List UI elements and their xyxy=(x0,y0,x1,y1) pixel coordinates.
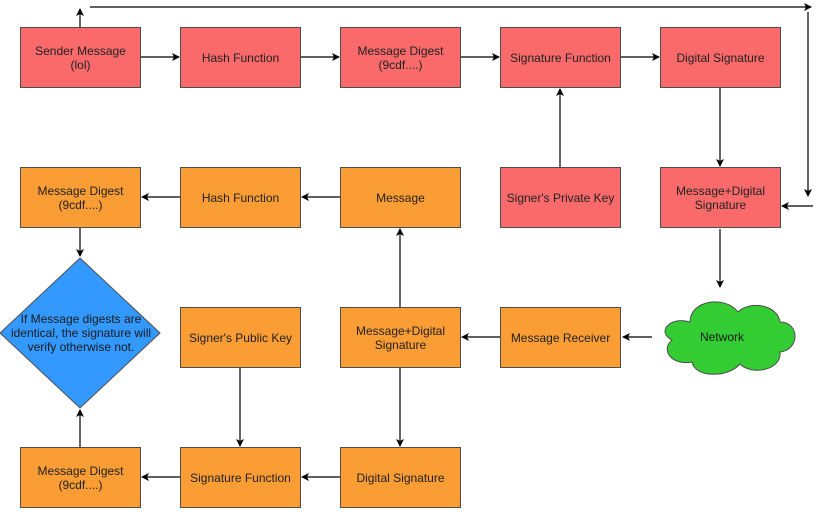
message-receiver-label: Message Receiver xyxy=(510,330,611,345)
message-digest-bottom-value: (9cdf....) xyxy=(58,477,103,492)
message-digital-signature-right-line2: Signature xyxy=(694,197,747,212)
message-digest-top-node: Message Digest (9cdf....) xyxy=(340,27,461,88)
digital-signature-top-node: Digital Signature xyxy=(660,27,781,88)
network-label: Network xyxy=(699,330,744,344)
message-digest-middle-node: Message Digest (9cdf....) xyxy=(20,167,141,228)
message-digital-signature-right-node: Message+Digital Signature xyxy=(660,167,781,228)
digital-signature-bottom-node: Digital Signature xyxy=(340,447,461,508)
message-digest-middle-title: Message Digest xyxy=(37,183,124,198)
decision-line1: If Message digests are xyxy=(20,312,142,326)
message-label: Message xyxy=(376,190,425,205)
edges xyxy=(76,3,813,481)
message-digest-bottom-node: Message Digest (9cdf....) xyxy=(20,447,141,508)
signature-function-top-label: Signature Function xyxy=(510,50,611,65)
decision-line3: verify otherwise not. xyxy=(27,340,135,354)
signature-function-bottom-node: Signature Function xyxy=(180,447,301,508)
digital-signature-bottom-label: Digital Signature xyxy=(356,470,445,485)
message-digital-signature-right-line1: Message+Digital xyxy=(675,183,766,198)
decision-diamond xyxy=(0,257,161,409)
signature-function-bottom-label: Signature Function xyxy=(190,470,291,485)
message-digest-bottom-title: Message Digest xyxy=(37,463,124,478)
sender-message-value: (lol) xyxy=(70,57,91,72)
message-digest-top-value: (9cdf....) xyxy=(378,57,423,72)
message-digest-middle-value: (9cdf....) xyxy=(58,197,103,212)
message-digital-signature-center-node: Message+Digital Signature xyxy=(340,307,461,368)
message-digital-signature-center-line1: Message+Digital xyxy=(355,323,446,338)
decision-line2: identical, the signature will xyxy=(10,326,152,340)
hash-function-middle-label: Hash Function xyxy=(201,190,280,205)
decision-text: If Message digests are identical, the si… xyxy=(6,309,156,357)
hash-function-top-node: Hash Function xyxy=(180,27,301,88)
hash-function-middle-node: Hash Function xyxy=(180,167,301,228)
sender-message-title: Sender Message xyxy=(35,43,126,58)
signers-private-key-label: Signer's Private Key xyxy=(506,190,615,205)
message-digest-top-title: Message Digest xyxy=(357,43,444,58)
signers-public-key-label: Signer's Public Key xyxy=(188,330,292,345)
digital-signature-top-label: Digital Signature xyxy=(676,50,765,65)
message-receiver-node: Message Receiver xyxy=(500,307,621,368)
sender-message-node: Sender Message (lol) xyxy=(20,27,141,88)
signers-public-key-node: Signer's Public Key xyxy=(180,307,301,368)
network-cloud xyxy=(664,301,796,375)
signers-private-key-node: Signer's Private Key xyxy=(500,167,621,228)
hash-function-top-label: Hash Function xyxy=(201,50,280,65)
message-node: Message xyxy=(340,167,461,228)
message-digital-signature-center-line2: Signature xyxy=(374,337,427,352)
signature-function-top-node: Signature Function xyxy=(500,27,621,88)
